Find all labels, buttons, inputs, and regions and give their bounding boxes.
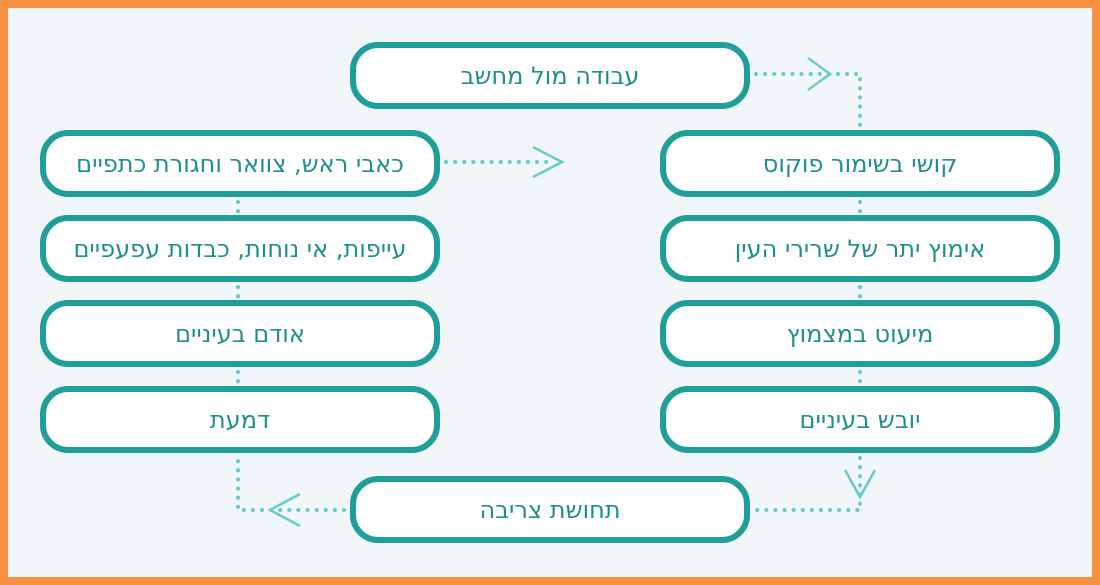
node-start: עבודה מול מחשב [350,42,750,109]
node-right-1: קושי בשימור פוקוס [660,130,1060,197]
connector-right-to-bottom [754,456,862,512]
node-left-3: אודם בעיניים [40,300,440,367]
connector-bottom-to-left [236,456,346,512]
node-right-2: אימוץ יתר של שרירי העין [660,215,1060,282]
node-right-4: יובש בעיניים [660,386,1060,453]
arrow-right-icon [532,145,565,179]
arrow-left-icon [267,492,301,528]
arrow-right-icon [807,56,833,92]
arrow-down-icon [843,469,877,500]
node-left-2: עייפות, אי נוחות, כבדות עפעפיים [40,215,440,282]
node-left-1: כאבי ראש, צוואר וחגורת כתפיים [40,130,440,197]
node-left-4: דמעת [40,386,440,453]
node-right-3: מיעוט במצמוץ [660,300,1060,367]
connector-start-to-right [754,72,862,132]
node-bottom: תחושת צריבה [350,476,750,543]
